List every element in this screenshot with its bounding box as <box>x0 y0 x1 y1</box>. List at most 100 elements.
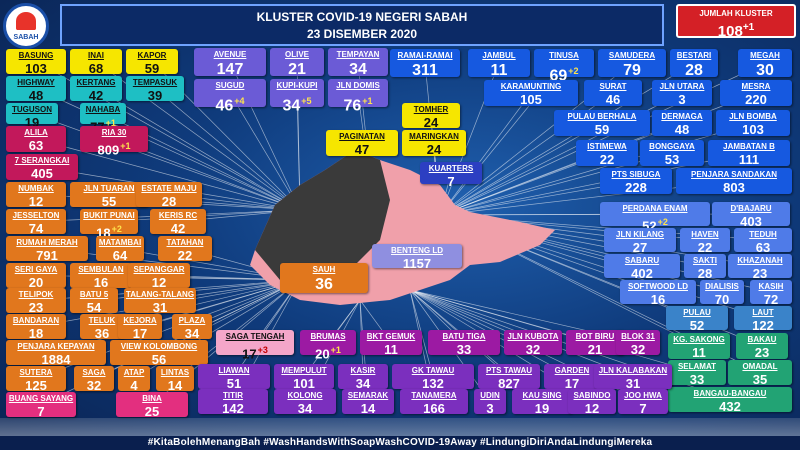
cluster-name: KEJORA <box>123 316 157 325</box>
cluster-count: 11 <box>668 346 730 360</box>
cluster-count: 46+4 <box>194 92 266 115</box>
cluster-name: JAMBATAN B <box>723 142 775 151</box>
cluster-count-value: 12 <box>584 401 600 416</box>
connector-line <box>409 289 596 343</box>
cluster-count: 125 <box>6 379 66 393</box>
cluster-count: 7 <box>420 175 482 189</box>
cluster-count: 48 <box>652 123 712 137</box>
cluster-name: JLN DOMIS <box>336 81 380 90</box>
cluster-count: 14 <box>156 379 194 393</box>
cluster-count-value: 23 <box>28 300 44 315</box>
cluster-count-value: 4 <box>130 378 138 393</box>
connector-line <box>439 122 603 216</box>
cluster-name: KOLONG <box>287 391 323 400</box>
cluster-count: 48 <box>6 89 66 103</box>
cluster-count-value: 17 <box>564 376 580 391</box>
cluster-count: 33 <box>428 343 500 357</box>
page-title: KLUSTER COVID-19 NEGERI SABAH <box>256 10 468 24</box>
cluster-count: 32 <box>616 343 660 357</box>
cluster-increase: +1 <box>105 118 116 128</box>
cluster-count: 36 <box>280 276 368 294</box>
cluster-count-value: 74 <box>28 221 44 236</box>
cluster-name: BUKIT PUNAI <box>83 211 135 220</box>
cluster-count: 54 <box>70 301 118 315</box>
cluster-count: 405 <box>6 167 78 181</box>
cluster-count-value: 142 <box>222 401 244 416</box>
cluster-count: 20+1 <box>300 343 356 361</box>
cluster-count: 34 <box>172 327 212 341</box>
cluster-name: KG. SAKONG <box>673 335 725 344</box>
cluster-count-value: 36 <box>94 326 110 341</box>
cluster-count: 21 <box>566 343 624 357</box>
cluster-count-value: 11 <box>692 345 706 360</box>
cluster-name: GARDEN <box>554 366 590 375</box>
cluster-count-value: 32 <box>630 342 646 357</box>
cluster-count: 311 <box>390 62 460 80</box>
cluster-count-value: 12 <box>151 275 167 290</box>
cluster-count: 105 <box>484 93 578 107</box>
cluster-count: 103 <box>6 62 66 76</box>
connector-line <box>439 92 532 216</box>
cluster-count-value: 31 <box>625 376 641 391</box>
cluster-count: 63 <box>6 139 66 153</box>
cluster-count: 31 <box>124 301 196 315</box>
cluster-name: PULAU BERHALA <box>567 112 637 121</box>
cluster-count: 51 <box>198 377 270 391</box>
cluster-name: JLN KUBOTA <box>507 332 559 341</box>
cluster-name: JLN TUARAN <box>83 184 135 193</box>
page-header: KLUSTER COVID-19 NEGERI SABAH 23 DISEMBE… <box>60 4 664 46</box>
cluster-count-value: 63 <box>28 138 44 153</box>
cluster-count-value: 228 <box>625 180 647 195</box>
cluster-count-value: 803 <box>723 180 745 195</box>
cluster-count-value: 35 <box>752 372 768 387</box>
cluster-count-value: 24 <box>426 142 442 157</box>
cluster-count-value: 311 <box>412 62 438 79</box>
cluster-count: 30 <box>738 62 792 80</box>
logo-text: SABAH <box>13 34 39 41</box>
cluster-name: VIEW KOLOMBONG <box>120 342 198 351</box>
cluster-name: SAKTI <box>693 256 717 265</box>
cluster-count-value: 68 <box>88 61 104 76</box>
cluster-count-value: 166 <box>423 401 445 416</box>
cluster-name: BINA <box>142 394 162 403</box>
cluster-count: 28 <box>136 195 202 209</box>
cluster-count: 1884 <box>6 353 106 367</box>
cluster-name: JAMBUL <box>482 51 516 60</box>
cluster-count: 103 <box>716 123 790 137</box>
cluster-count-value: 1884 <box>41 352 71 367</box>
connector-line <box>439 122 754 216</box>
cluster-count-value: 48 <box>674 122 690 137</box>
cluster-name: OMADAL <box>742 362 778 371</box>
cluster-increase: +4 <box>234 96 245 106</box>
